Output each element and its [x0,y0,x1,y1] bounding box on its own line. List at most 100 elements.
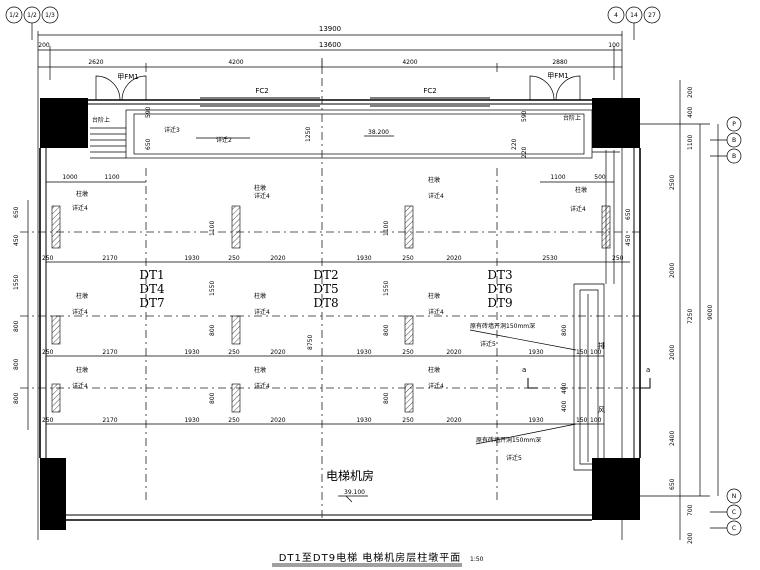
dim: 2170 [102,417,117,424]
axis-bubble: 4 [614,12,618,19]
label-d4: 详迁4 [570,205,586,213]
overall-dimensions: 13900 200 13600 100 2620 4200 4200 2880 [37,25,623,80]
dim-220-b: 220 [521,146,528,158]
note-hole-2: 原有砖墙开洞150mm深 [476,436,541,444]
dim-1250: 1250 [305,127,312,142]
note-step-left: 台阶上 [92,116,110,124]
elevator-label: DT8 [313,296,338,310]
dim-1100-left: 1100 [104,174,119,181]
left-dims: 650 450 1550 800 800 800 [13,200,29,430]
note-hole-1: 原有砖墙开洞150mm深 [470,322,535,330]
label-d4: 详迁4 [254,192,270,200]
right-dims: 200 400 1100 2500 2000 2000 2400 650 700… [669,80,719,544]
label-d4: 详迁4 [254,382,270,390]
dim: 2500 [669,175,676,190]
dim-center: 8750 [307,335,314,350]
column-pier [404,205,414,249]
dim: 450 [13,234,20,246]
exhaust-label: 风 [598,406,605,414]
dim-row-3: 250 2170 1930 250 2020 1930 250 2020 193… [42,417,604,425]
label-column: 柱墩 [254,292,266,300]
window-label: FC2 [423,87,436,95]
dim: 150 [576,349,588,356]
dim: 250 [228,349,240,356]
dim: 800 [209,392,216,404]
column-pier [404,383,414,413]
dim: 650 [669,478,676,490]
dim: 1550 [13,275,20,290]
column-pier [51,205,61,249]
upper-platform: 台阶上 台阶上 详迁3 详迁2 38.200 590 650 1250 590 … [90,106,620,159]
dim: 800 [13,320,20,332]
column-pier [231,315,241,345]
label-d4: 详迁4 [428,382,444,390]
dim: 100 [590,417,602,424]
upper-row-dims: 1000 1100 1100 500 [46,174,614,183]
doors: 甲FM1 甲FM1 [95,72,581,101]
axis-bubble: 1/2 [9,12,19,19]
dim: 1930 [528,349,543,356]
inner-column-dims: 1100 1550 800 800 1100 1550 800 800 800 … [209,208,632,412]
dim: 800 [383,392,390,404]
note-d5: 详迁5 [480,340,496,348]
section-marks: a a [522,366,651,389]
elevator-label: DT1 [139,268,164,282]
dim: 1930 [528,417,543,424]
elevator-labels: DT1 DT4 DT7 DT2 DT5 DT8 DT3 DT6 DT9 [139,268,512,310]
dim: 800 [383,324,390,336]
axis-bubble: N [732,493,737,500]
dim: 2020 [446,349,461,356]
column-labels: 柱墩 详迁4 柱墩 详迁4 柱墩 详迁4 柱墩 详迁4 柱墩 详迁4 柱墩 详迁… [72,176,587,390]
section-mark: a [522,366,526,374]
dim: 400 [687,106,694,118]
dim: 250 [42,349,54,356]
dim: 650 [625,208,632,220]
column-pier [231,383,241,413]
axis-bubble: 1/2 [27,12,37,19]
dim-590-left: 590 [145,106,152,118]
label-column: 柱墩 [428,366,440,374]
axis-bubble: P [732,121,736,128]
level-upper: 38.200 [368,129,389,136]
axis-bubble: C [732,509,736,516]
axis-lines [20,60,710,520]
label-column: 柱墩 [428,292,440,300]
dim: 7250 [687,309,694,324]
dim: 450 [625,234,632,246]
door-label-right: 甲FM1 [547,72,569,80]
axis-bubble: C [732,525,736,532]
axis-bubble: 1/3 [45,12,55,19]
dim: 250 [402,349,414,356]
dim-inner: 13600 [319,41,341,49]
right-axis-bubbles: P B B N C C [710,116,742,536]
dim: 700 [687,504,694,516]
elevator-label: DT6 [487,282,512,296]
dim: 1930 [356,417,371,424]
dim: 1930 [184,417,199,424]
level-main: 39.100 [344,489,365,496]
label-d4: 详迁4 [72,308,88,316]
label-column: 柱墩 [428,176,440,184]
elevator-label: DT5 [313,282,338,296]
label-d4: 详迁4 [428,192,444,200]
drawing-title: DT1至DT9电梯 电梯机房层柱墩平面 [279,551,462,564]
label-column: 柱墩 [76,366,88,374]
dim: 250 [42,255,54,262]
dim: 1550 [383,281,390,296]
dim: 250 [228,417,240,424]
label-d4: 详迁4 [72,204,88,212]
dim: 800 [13,392,20,404]
room-label: 电梯机房 [326,468,374,483]
top-axis-bubbles: 1/2 1/2 1/3 4 14 27 [5,6,661,40]
dim: 250 [42,417,54,424]
dim: 2170 [102,349,117,356]
note-step-right: 台阶上 [563,114,581,122]
dim: 400 [561,400,568,412]
label-d4: 详迁4 [254,308,270,316]
note-d5: 详迁5 [506,454,522,462]
dim-seg: 2620 [88,59,103,66]
column-pier [51,315,61,345]
dim: 800 [561,324,568,336]
label-d4: 详迁4 [428,308,444,316]
